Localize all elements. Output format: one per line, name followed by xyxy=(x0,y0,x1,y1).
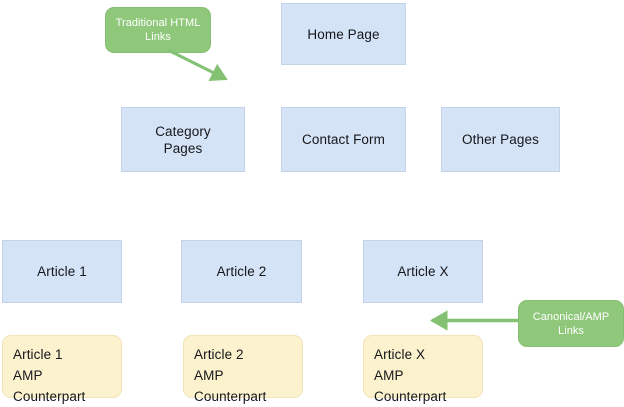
node-home-page-label: Home Page xyxy=(307,26,380,42)
node-article-1-amp-counterpart-label: Article 1 AMP Counterpart xyxy=(13,347,86,404)
node-article-2-amp-counterpart[interactable]: Article 2 AMP Counterpart xyxy=(183,335,303,404)
node-article-x[interactable]: Article X xyxy=(363,240,483,303)
node-article-x-amp-counterpart-label: Article X AMP Counterpart xyxy=(374,347,447,404)
node-article-2-label: Article 2 xyxy=(216,264,267,279)
node-other-pages-label: Other Pages xyxy=(462,132,539,147)
node-article-x-label: Article X xyxy=(397,264,449,279)
callout-canonical-amp-links[interactable]: Canonical/AMP Links xyxy=(518,300,624,347)
node-article-1-amp-counterpart[interactable]: Article 1 AMP Counterpart xyxy=(2,335,122,404)
node-article-2[interactable]: Article 2 xyxy=(181,240,302,303)
node-other-pages[interactable]: Other Pages xyxy=(441,107,560,172)
callout-traditional-html-links-label: Traditional HTML Links xyxy=(115,17,201,43)
node-article-1[interactable]: Article 1 xyxy=(2,240,122,303)
node-article-2-amp-counterpart-label: Article 2 AMP Counterpart xyxy=(194,347,267,404)
node-category-pages-label: Category Pages xyxy=(155,123,211,156)
callout-canonical-amp-links-label: Canonical/AMP Links xyxy=(532,310,610,337)
node-home-page[interactable]: Home Page xyxy=(281,3,406,65)
callout-traditional-html-links[interactable]: Traditional HTML Links xyxy=(105,7,211,53)
arrow-traditional-html-links xyxy=(167,48,228,82)
node-article-x-amp-counterpart[interactable]: Article X AMP Counterpart xyxy=(363,335,483,404)
node-category-pages[interactable]: Category Pages xyxy=(121,107,245,172)
node-contact-form-label: Contact Form xyxy=(302,132,385,147)
node-contact-form[interactable]: Contact Form xyxy=(281,107,406,172)
node-article-1-label: Article 1 xyxy=(37,264,87,279)
